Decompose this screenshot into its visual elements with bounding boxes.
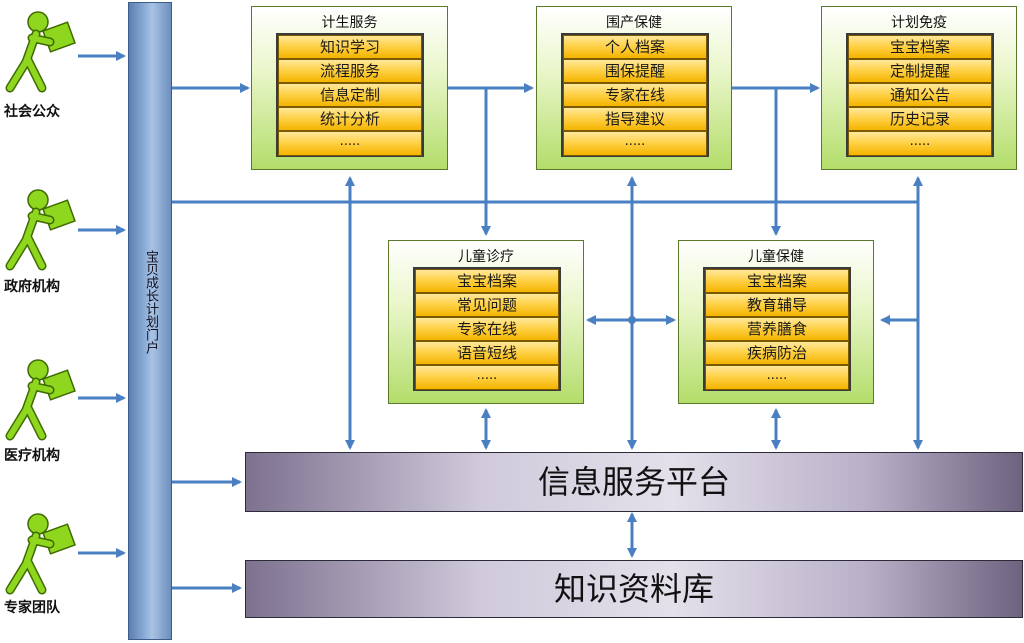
- service-item: 宝宝档案: [705, 269, 849, 293]
- actor-government-label: 政府机构: [4, 279, 60, 295]
- service-item: 教育辅导: [705, 293, 849, 317]
- service-item-list: 知识学习 流程服务 信息定制 统计分析 .....: [276, 33, 424, 157]
- service-item: 知识学习: [278, 35, 422, 59]
- service-item-list: 宝宝档案 教育辅导 营养膳食 疾病防治 .....: [703, 267, 851, 391]
- service-item: 历史记录: [848, 107, 992, 131]
- service-item: 统计分析: [278, 107, 422, 131]
- person-carrying-box-icon: [5, 11, 76, 93]
- platform-label: 信息服务平台: [537, 463, 730, 501]
- service-item: 个人档案: [563, 35, 707, 59]
- actor-public-label: 社会公众: [4, 104, 60, 120]
- service-item: 疾病防治: [705, 341, 849, 365]
- service-title: 儿童诊疗: [458, 249, 514, 265]
- service-item: .....: [848, 131, 992, 156]
- service-child-clinic: 儿童诊疗 宝宝档案 常见问题 专家在线 语音短线 .....: [388, 240, 584, 404]
- service-title: 儿童保健: [748, 249, 804, 265]
- service-title: 计生服务: [321, 15, 378, 31]
- service-item: 专家在线: [563, 83, 707, 107]
- actor-public: [2, 8, 92, 128]
- portal-label: 宝贝成长计划门户: [143, 250, 158, 354]
- service-item: 宝宝档案: [415, 269, 559, 293]
- service-item: 通知公告: [848, 83, 992, 107]
- service-item: .....: [563, 131, 707, 156]
- service-item: .....: [278, 131, 422, 156]
- service-child-health: 儿童保健 宝宝档案 教育辅导 营养膳食 疾病防治 .....: [678, 240, 874, 404]
- person-carrying-box-icon: [5, 513, 76, 595]
- service-item: .....: [415, 365, 559, 390]
- service-item: 宝宝档案: [848, 35, 992, 59]
- service-item-list: 宝宝档案 常见问题 专家在线 语音短线 .....: [413, 267, 561, 391]
- service-title: 计划免疫: [891, 15, 947, 31]
- service-item: 营养膳食: [705, 317, 849, 341]
- person-carrying-box-icon: [5, 359, 76, 441]
- service-item: 定制提醒: [848, 59, 992, 83]
- knowledge-base: 知识资料库: [245, 560, 1023, 618]
- service-item: 常见问题: [415, 293, 559, 317]
- service-item: 专家在线: [415, 317, 559, 341]
- service-item: 流程服务: [278, 59, 422, 83]
- person-carrying-box-icon: [5, 189, 76, 271]
- service-item: 围保提醒: [563, 59, 707, 83]
- service-title: 围产保健: [606, 15, 662, 31]
- actor-government: [2, 186, 92, 306]
- platform-label: 知识资料库: [553, 570, 714, 608]
- service-item: 语音短线: [415, 341, 559, 365]
- service-item: 信息定制: [278, 83, 422, 107]
- portal-bar: [128, 2, 172, 640]
- service-family-planning: 计生服务 知识学习 流程服务 信息定制 统计分析 .....: [251, 6, 448, 170]
- service-item: 指导建议: [563, 107, 707, 131]
- junction-dot: [628, 316, 636, 324]
- info-service-platform: 信息服务平台: [245, 452, 1023, 512]
- service-perinatal: 围产保健 个人档案 围保提醒 专家在线 指导建议 .....: [536, 6, 732, 170]
- actor-experts-label: 专家团队: [4, 600, 60, 616]
- actor-experts: [2, 510, 92, 630]
- service-immunization: 计划免疫 宝宝档案 定制提醒 通知公告 历史记录 .....: [821, 6, 1017, 170]
- actor-medical-label: 医疗机构: [4, 448, 60, 464]
- service-item-list: 个人档案 围保提醒 专家在线 指导建议 .....: [561, 33, 709, 157]
- actor-medical: [2, 356, 92, 476]
- service-item-list: 宝宝档案 定制提醒 通知公告 历史记录 .....: [846, 33, 994, 157]
- service-item: .....: [705, 365, 849, 390]
